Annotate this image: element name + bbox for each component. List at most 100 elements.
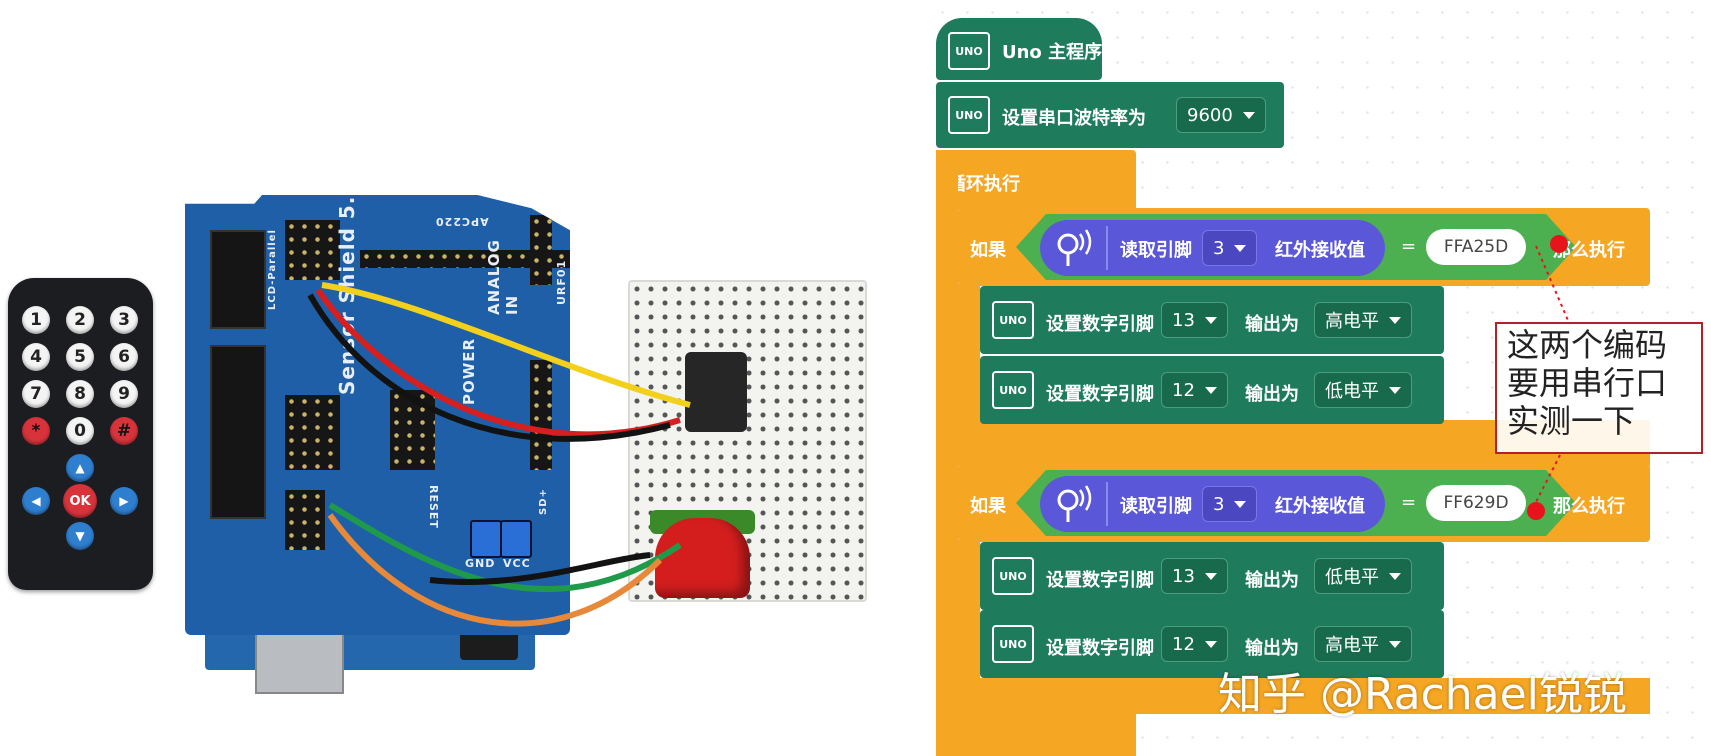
remote-key-7: 7: [22, 380, 50, 408]
red-led: [655, 518, 750, 598]
pin-value: 3: [1213, 237, 1225, 259]
chevron-down-icon: [1204, 386, 1217, 394]
ir-value-label: 红外接收值: [1275, 496, 1365, 517]
digital-write-block[interactable]: UNO 设置数字引脚 12 输出为 低电平: [980, 356, 1444, 424]
level-dropdown[interactable]: 高电平: [1314, 302, 1412, 338]
pin-dropdown[interactable]: 3: [1202, 230, 1258, 266]
connector-line-bottom: [1535, 454, 1561, 503]
red-wire: [315, 288, 681, 438]
uno-board-icon: UNO: [992, 557, 1034, 595]
uno-board-icon: UNO: [948, 96, 990, 134]
chevron-down-icon: [1204, 640, 1217, 648]
level-dropdown[interactable]: 高电平: [1314, 626, 1412, 662]
remote-key-ok: OK: [63, 484, 97, 518]
chevron-down-icon: [1389, 640, 1401, 648]
remote-key-0: 0: [66, 417, 94, 445]
serial-baud-block[interactable]: UNO 设置串口波特率为 9600: [936, 82, 1284, 148]
pin-row: [285, 490, 325, 550]
digital-write-block[interactable]: UNO 设置数字引脚 13 输出为 高电平: [980, 286, 1444, 354]
uno-board-icon: UNO: [992, 625, 1034, 663]
pin-value: 13: [1172, 565, 1195, 587]
jumper-wires: [307, 282, 691, 627]
remote-down-icon: ▼: [66, 522, 94, 550]
if-label: 如果: [970, 240, 1006, 261]
pill-divider: [1106, 226, 1108, 270]
read-pin-label: 读取引脚: [1120, 496, 1192, 517]
ir-read-pill[interactable]: 读取引脚 3 红外接收值: [1040, 220, 1385, 276]
pin-dropdown[interactable]: 13: [1161, 558, 1228, 594]
chevron-down-icon: [1204, 572, 1217, 580]
orange-wire: [327, 513, 663, 627]
chevron-down-icon: [1204, 316, 1217, 324]
output-label: 输出为: [1245, 314, 1299, 335]
marker-dot: [1527, 502, 1545, 520]
ir-sensor-icon: [1057, 485, 1092, 522]
ir-code-input[interactable]: FF629D: [1426, 485, 1526, 521]
loop-block-spine: [936, 150, 958, 756]
ir-receiver-module: [685, 352, 747, 432]
remote-key-hash: #: [110, 417, 138, 445]
chevron-down-icon: [1234, 500, 1247, 508]
set-pin-label: 设置数字引脚: [1046, 638, 1154, 659]
screw-terminal: [470, 520, 502, 558]
digital-write-block[interactable]: UNO 设置数字引脚 13 输出为 低电平: [980, 542, 1444, 610]
black-wire: [307, 293, 671, 442]
set-pin-label: 设置数字引脚: [1046, 384, 1154, 405]
annotation-connectors: [1535, 245, 1571, 503]
pin-value: 3: [1213, 493, 1225, 515]
set-pin-label: 设置数字引脚: [1046, 570, 1154, 591]
uno-main-block[interactable]: UNO Uno 主程序: [936, 18, 1102, 80]
pin-row: [530, 360, 552, 470]
chevron-down-icon: [1389, 316, 1401, 324]
level-dropdown[interactable]: 低电平: [1314, 558, 1412, 594]
watermark: 知乎 @Rachael锐锐: [1218, 669, 1627, 720]
ir-remote: 1 2 3 4 5 6 7 8 9 * 0 # ▲ ◀ OK ▶ ▼: [8, 278, 153, 590]
if-label: 如果: [970, 496, 1006, 517]
loop-block-header[interactable]: 循环执行: [936, 150, 1136, 210]
equals-operator: =: [1401, 492, 1417, 513]
ir-code-input[interactable]: FFA25D: [1426, 229, 1526, 265]
output-label: 输出为: [1245, 638, 1299, 659]
digital-write-block[interactable]: UNO 设置数字引脚 12 输出为 高电平: [980, 610, 1444, 678]
if-block-2-footer: [958, 678, 1650, 714]
ir-read-pill[interactable]: 读取引脚 3 红外接收值: [1040, 476, 1385, 532]
pin-dropdown[interactable]: 12: [1161, 372, 1228, 408]
remote-left-icon: ◀: [22, 487, 50, 515]
output-label: 输出为: [1245, 570, 1299, 591]
serial-baud-label: 设置串口波特率为: [1002, 108, 1146, 129]
baud-rate-dropdown[interactable]: 9600: [1176, 97, 1266, 133]
remote-key-9: 9: [110, 380, 138, 408]
gnd-label: GND: [465, 557, 496, 570]
pin-dropdown[interactable]: 13: [1161, 302, 1228, 338]
loop-label: 循环执行: [948, 174, 1020, 195]
pin-dropdown[interactable]: 3: [1202, 486, 1258, 522]
pin-dropdown[interactable]: 12: [1161, 626, 1228, 662]
block-editor: UNO Uno 主程序 UNO 设置串口波特率为 9600 循环执行 如果 读取…: [930, 0, 1711, 756]
remote-key-1: 1: [22, 306, 50, 334]
baud-rate-value: 9600: [1187, 104, 1233, 126]
level-value: 低电平: [1325, 381, 1379, 402]
level-value: 高电平: [1325, 311, 1379, 332]
annotation-note: 这两个编码 要用串行口 实测一下: [1495, 322, 1703, 454]
screw-terminal: [500, 520, 532, 558]
black-wire-2: [429, 552, 651, 586]
breadboard: [628, 280, 867, 602]
if-block-1[interactable]: 如果 读取引脚 3 红外接收值 = FFA25D 那么执行: [958, 208, 1650, 286]
level-dropdown[interactable]: 低电平: [1314, 372, 1412, 408]
pin-row: [285, 395, 340, 470]
chevron-down-icon: [1389, 572, 1401, 580]
remote-key-5: 5: [66, 343, 94, 371]
remote-key-star: *: [22, 417, 50, 445]
pin-value: 12: [1172, 379, 1195, 401]
remote-key-4: 4: [22, 343, 50, 371]
uno-board-icon: UNO: [992, 301, 1034, 339]
then-label: 那么执行: [1553, 496, 1625, 517]
pin-value: 12: [1172, 633, 1195, 655]
remote-up-icon: ▲: [66, 454, 94, 482]
remote-right-icon: ▶: [110, 487, 138, 515]
if-block-2[interactable]: 如果 读取引脚 3 红外接收值 = FF629D 那么执行: [958, 464, 1650, 542]
then-label: 那么执行: [1553, 240, 1625, 261]
note-line: 这两个编码: [1507, 326, 1668, 364]
equals-operator: =: [1401, 236, 1417, 257]
chevron-down-icon: [1242, 111, 1255, 119]
